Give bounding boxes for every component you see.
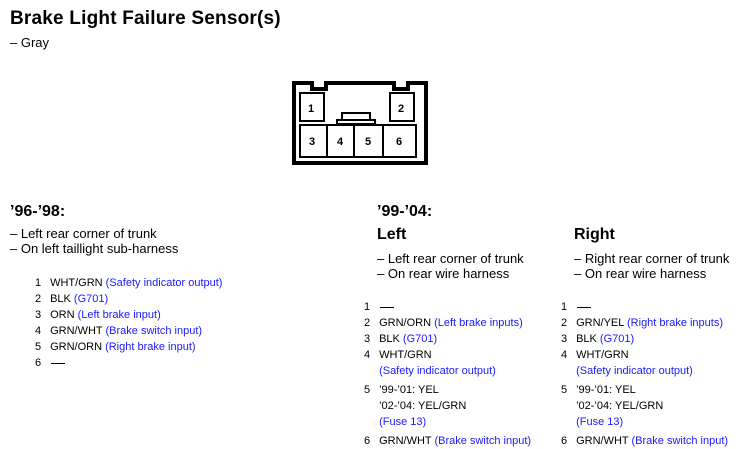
location-right: – Right rear corner of trunk – On rear w… [574,251,729,281]
pin-list-right: 1 2 GRN/YEL (Right brake inputs) 3 BLK (… [561,299,728,449]
unused-pin-dash [51,362,66,364]
pin-label-2: 2 [398,103,404,115]
pin-row: 5 ’99-’01: YEL’02-’04: YEL/GRN(Fuse 13) [561,384,664,428]
cavity-1 [299,92,325,122]
connector-color: – Gray [10,35,50,50]
unused-pin-dash [380,306,395,308]
page-title: Brake Light Failure Sensor(s) [10,8,281,29]
pin-label-3: 3 [309,136,315,148]
pin-row: 4 GRN/WHT (Brake switch input) [35,325,203,337]
pin-list-left: 1 2 GRN/ORN (Left brake inputs) 3 BLK (G… [364,299,531,449]
pin-label-5: 5 [365,136,371,148]
unused-pin-dash [577,306,592,308]
heading-left: Left [377,226,407,243]
pin-row: 2 GRN/YEL (Right brake inputs) [561,317,724,329]
pin-row: 3 ORN (Left brake input) [35,309,161,321]
pin-row: 6 GRN/WHT (Brake switch input) [364,435,532,447]
pin-row: 1 [561,299,728,315]
pin-row: 5 ’99-’01: YEL’02-’04: YEL/GRN(Fuse 13) [364,384,467,428]
pin-row: 3 BLK (G701) [364,333,438,345]
location-left: – Left rear corner of trunk – On rear wi… [377,251,524,281]
harness-line: – On rear wire harness [377,266,510,281]
pin-label-1: 1 [308,103,314,115]
pin-label-4: 4 [337,136,344,148]
pin-row: 2 BLK (G701) [35,293,109,305]
connector-face-diagram: 1 2 3 4 5 6 [292,81,428,165]
pin-row: 1 [364,299,531,315]
pin-label-6: 6 [396,136,402,148]
pin-list-96-98: 1 WHT/GRN (Safety indicator output) 2 BL… [35,275,222,371]
cavity-2 [389,92,415,122]
location-line: – Left rear corner of trunk [377,251,524,266]
pin-row: 6 [35,355,222,371]
harness-line: – On left taillight sub-harness [10,241,179,256]
heading-right: Right [574,226,615,243]
pin-row: 5 GRN/ORN (Right brake input) [35,341,196,353]
location-line: – Left rear corner of trunk [10,226,157,241]
pin-row: 6 GRN/WHT (Brake switch input) [561,435,729,447]
location-line: – Right rear corner of trunk [574,251,730,266]
section-title-96-98: ’96-’98: [10,203,66,220]
pin-row: 2 GRN/ORN (Left brake inputs) [364,317,523,329]
section-title-99-04: ’99-’04: [377,203,433,220]
pin-row: 4 WHT/GRN(Safety indicator output) [364,349,496,377]
harness-line: – On rear wire harness [574,266,707,281]
pin-row: 4 WHT/GRN(Safety indicator output) [561,349,693,377]
location-96-98: – Left rear corner of trunk – On left ta… [10,226,178,256]
pin-row: 1 WHT/GRN (Safety indicator output) [35,277,223,289]
pin-row: 3 BLK (G701) [561,333,635,345]
